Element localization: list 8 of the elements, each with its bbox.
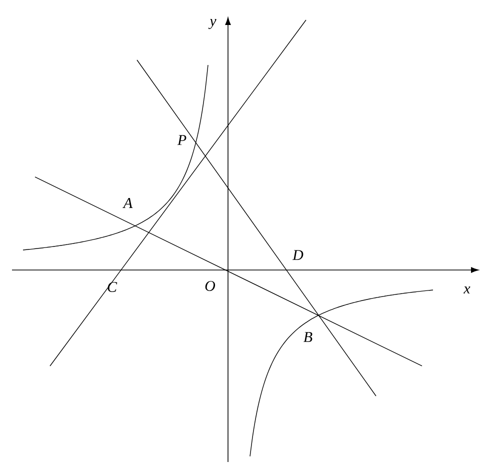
point-label: D: [292, 250, 304, 260]
axis-label: y: [208, 18, 216, 30]
point-label: C: [108, 282, 118, 292]
point-label: A: [122, 198, 133, 208]
point-label: O: [205, 280, 216, 292]
point-label: P: [177, 135, 186, 145]
point-label: B: [304, 332, 312, 342]
axis-label: x: [463, 286, 470, 294]
